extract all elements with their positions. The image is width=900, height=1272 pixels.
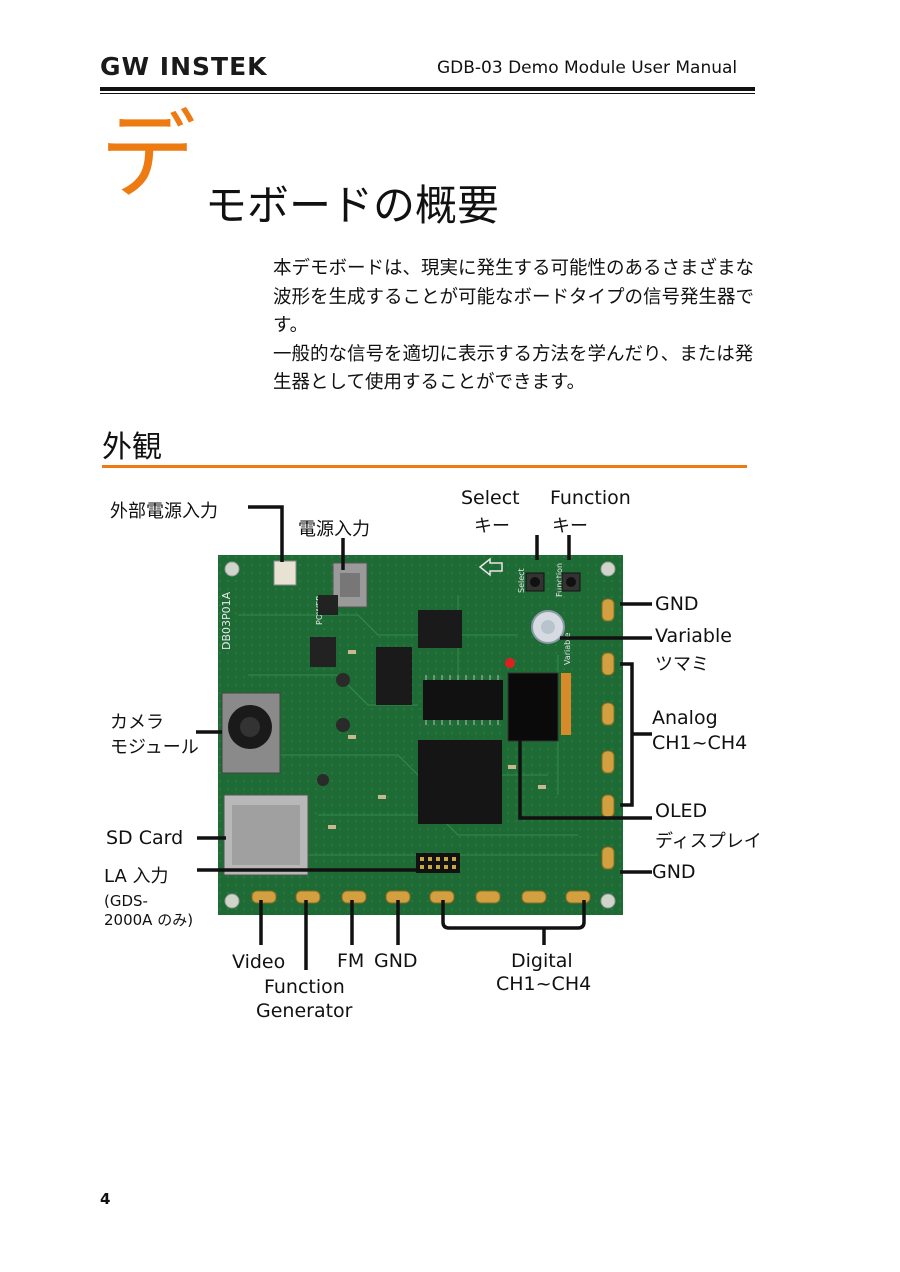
intro-text: 本デモボードは、現実に発生する可能性のあるさまざまな波形を生成することが可能なボ… (273, 255, 763, 398)
label-la-note-2: 2000A のみ) (104, 911, 194, 929)
label-ext-power-input: 外部電源入力 (110, 501, 218, 522)
label-gnd-right: GND (652, 861, 696, 883)
ic-chip (423, 680, 503, 720)
label-la-input: LA 入力 (104, 866, 169, 887)
analog-test-point (601, 652, 615, 676)
ext-power-connector (273, 560, 297, 586)
gw-instek-logo: GW INSTEK (100, 52, 268, 81)
fpga-chip (418, 740, 502, 824)
label-select-key: Select (461, 487, 520, 509)
intro-paragraph-1: 本デモボードは、現実に発生する可能性のあるさまざまな波形を生成することが可能なボ… (273, 258, 755, 336)
analog-test-point (601, 750, 615, 774)
demo-board-image: DB03P01A POWER Select Function Variable (218, 555, 623, 915)
section-rule (102, 465, 747, 468)
label-fm: FM (337, 950, 365, 972)
silk-function: Function (555, 563, 564, 597)
label-oled: OLED (655, 800, 708, 822)
label-select-key-jp: キー (474, 516, 510, 537)
chapter-initial: デ (100, 100, 196, 212)
silk-select: Select (517, 568, 526, 593)
digital-test-point (475, 890, 501, 904)
label-la-note-1: (GDS- (104, 892, 148, 910)
chapter-title: モボードの概要 (205, 181, 500, 230)
label-digital-channels: CH1~CH4 (496, 973, 592, 995)
analog-test-point (601, 702, 615, 726)
label-video: Video (232, 951, 286, 973)
label-gnd-top: GND (655, 593, 699, 615)
label-variable-knob-jp: ツマミ (655, 654, 709, 675)
ic-chip (418, 610, 462, 648)
label-camera: カメラ (110, 712, 164, 733)
label-power-input: 電源入力 (298, 519, 370, 540)
video-test-point (251, 890, 277, 904)
label-function-generator-1: Function (264, 976, 345, 998)
document-title: GDB-03 Demo Module User Manual (437, 58, 738, 78)
label-variable: Variable (655, 625, 732, 647)
section-title: 外観 (102, 430, 162, 465)
label-analog: Analog (652, 707, 718, 729)
gnd-test-point (601, 846, 615, 870)
ic-chip (376, 647, 412, 705)
label-oled-display-jp: ディスプレイ (655, 831, 762, 852)
label-digital: Digital (511, 950, 573, 972)
header-rule-thin (100, 93, 755, 94)
silk-variable: Variable (563, 633, 572, 665)
oled-display (507, 672, 559, 742)
label-analog-channels: CH1~CH4 (652, 732, 748, 754)
silk-board-id: DB03P01A (220, 591, 233, 650)
digital-test-point (521, 890, 547, 904)
header-rule-thick (100, 87, 755, 91)
label-function-key: Function (550, 487, 631, 509)
red-led (505, 658, 515, 668)
intro-paragraph-2: 一般的な信号を適切に表示する方法を学んだり、または発生器として使用することができ… (273, 343, 754, 394)
label-gnd-bottom: GND (374, 950, 418, 972)
label-sd-card: SD Card (106, 827, 184, 849)
page-number: 4 (100, 1190, 111, 1208)
label-function-key-jp: キー (552, 516, 588, 537)
label-function-generator-2: Generator (256, 1000, 353, 1022)
gnd-test-point (601, 598, 615, 622)
label-camera-module: モジュール (110, 737, 199, 758)
la-connector (416, 853, 460, 873)
silk-arrow-icon (478, 557, 503, 577)
fm-test-point (341, 890, 367, 904)
function-generator-test-point (295, 890, 321, 904)
